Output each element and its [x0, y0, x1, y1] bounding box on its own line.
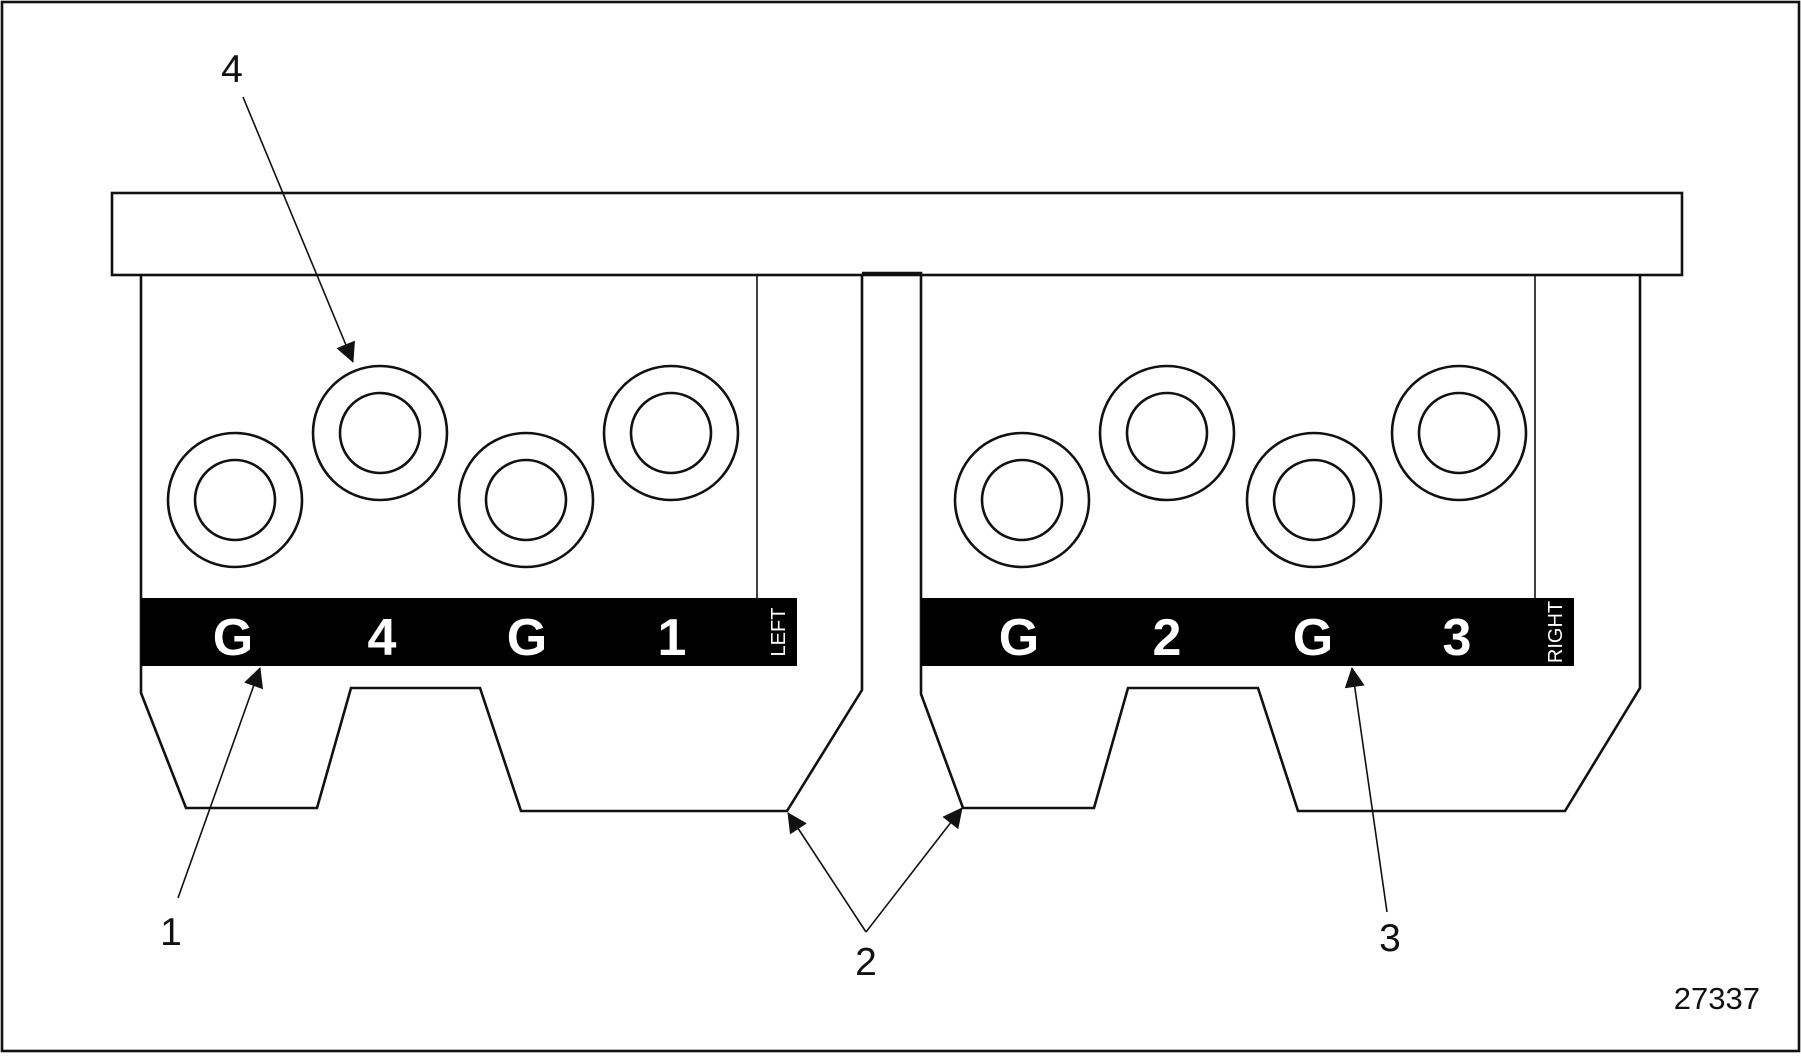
terminal-post-left-4: [311, 364, 449, 502]
terminal-post-right-2: [1098, 364, 1236, 502]
leader-line-1: [177, 667, 264, 899]
right-side-label: RIGHT: [1545, 601, 1567, 663]
left-terminal-label-2: 4: [368, 609, 397, 667]
right-terminal-label-2: 2: [1153, 609, 1182, 667]
right-terminal-label-4: 3: [1443, 609, 1472, 667]
terminal-post-right-3: [1390, 364, 1528, 502]
center-divider: [862, 271, 1642, 813]
leader-line-2b: [865, 807, 963, 933]
left-side-label: LEFT: [768, 608, 790, 657]
terminal-post-left-g1: [166, 431, 304, 569]
left-terminal-posts: [166, 364, 740, 569]
leader-line-2a: [787, 812, 867, 933]
figure-number: 27337: [1674, 981, 1760, 1016]
left-terminal-label-3: G: [507, 609, 547, 667]
mounting-bar: [110, 191, 1684, 277]
left-terminal-label-4: 1: [658, 609, 687, 667]
right-terminal-label-3: G: [1293, 609, 1333, 667]
terminal-post-left-1: [602, 364, 740, 502]
callout-4: 4: [221, 48, 243, 91]
left-terminal-label-1: G: [213, 609, 253, 667]
right-label-strip: [921, 598, 1574, 666]
right-terminal-label-1: G: [999, 609, 1039, 667]
callout-1: 1: [160, 911, 182, 954]
leader-line-4: [242, 96, 355, 363]
terminal-post-right-g2: [1245, 431, 1383, 569]
left-label-strip: [141, 598, 797, 666]
leader-line-3: [1344, 667, 1388, 913]
callout-3: 3: [1379, 917, 1401, 960]
callout-2: 2: [855, 941, 877, 984]
right-terminal-posts: [953, 364, 1528, 569]
terminal-post-left-g2: [457, 431, 595, 569]
terminal-post-right-g1: [953, 431, 1091, 569]
left-housing-outline: [139, 275, 864, 813]
